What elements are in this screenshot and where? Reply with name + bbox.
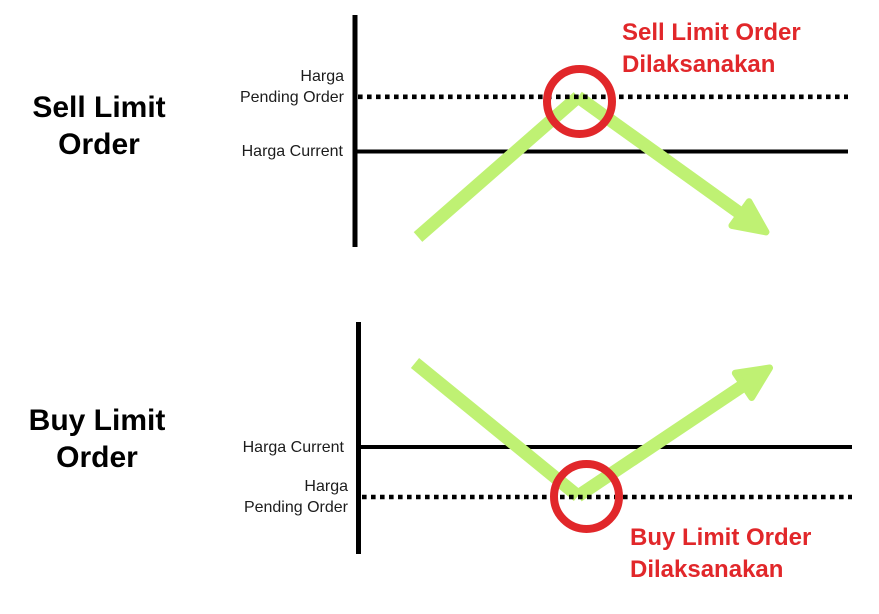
buy-limit-panel [356, 322, 852, 554]
buy-limit-title: Buy Limit Order [14, 402, 180, 476]
buy-executed-annotation: Buy Limit Order Dilaksanakan [630, 522, 811, 586]
price-up-arrow [574, 364, 774, 502]
current-price-label: Harga Current [242, 439, 344, 456]
pending-price-label-line1: Harga [300, 68, 344, 85]
pending-price-label-line2: Pending Order [239, 89, 344, 106]
sell-executed-annotation-line1: Sell Limit Order [622, 19, 801, 46]
buy-limit-title-line2: Order [56, 441, 138, 474]
sell-limit-panel [352, 15, 848, 247]
sell-executed-annotation: Sell Limit Order Dilaksanakan [622, 17, 801, 81]
price-down-arrow [574, 91, 770, 236]
sell-limit-title: Sell Limit Order [16, 89, 182, 163]
pending-price-label-line2: Pending Order [243, 499, 348, 516]
sell-executed-annotation-line2: Dilaksanakan [622, 51, 776, 78]
sell-limit-title-line1: Sell Limit [32, 91, 166, 124]
pending-price-label: Harga Pending Order [148, 476, 348, 518]
buy-executed-annotation-line2: Dilaksanakan [630, 556, 784, 583]
execution-circle [550, 460, 623, 533]
pending-price-label-line1: Harga [304, 478, 348, 495]
pending-price-label: Harga Pending Order [144, 66, 344, 108]
sell-limit-title-line2: Order [58, 128, 140, 161]
buy-executed-annotation-line1: Buy Limit Order [630, 524, 812, 551]
current-price-label: Harga Current [241, 143, 343, 160]
price-down-stroke [410, 357, 583, 502]
buy-limit-title-line1: Buy Limit [28, 404, 166, 437]
execution-circle [543, 65, 616, 138]
